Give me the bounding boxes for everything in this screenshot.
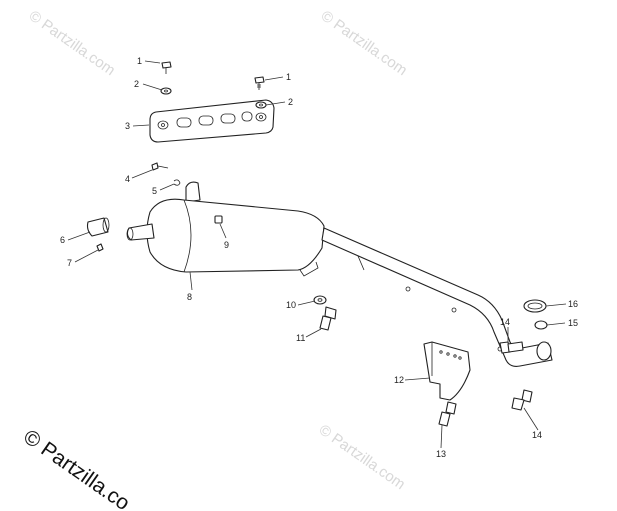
bolt-11	[319, 306, 337, 331]
callout-1-left: 1	[137, 56, 142, 66]
head-pipe	[321, 227, 553, 367]
callout-9: 9	[224, 240, 229, 250]
watermark-top-center: © Partzilla.com	[318, 7, 411, 79]
bolt-left	[161, 61, 172, 74]
callout-11: 11	[296, 333, 305, 343]
bracket-plate	[149, 99, 275, 143]
bolt-right	[254, 76, 265, 90]
washer-right	[255, 101, 267, 109]
tail-cap-screw	[96, 243, 104, 252]
callout-7: 7	[67, 258, 72, 268]
callout-16: 16	[568, 299, 578, 309]
callout-5: 5	[152, 186, 157, 196]
callout-8: 8	[187, 292, 192, 302]
spring-clip	[173, 179, 181, 186]
watermark-bottom-center: © Partzilla.com	[316, 421, 409, 493]
washer-10	[313, 295, 327, 305]
callout-12: 12	[394, 375, 404, 385]
seal-ring	[534, 320, 548, 330]
callout-13: 13	[436, 449, 446, 459]
callout-labels: 1 2 3 1 2 4 5 6 7 8 9 10 11 12 13 14 14 …	[60, 56, 578, 459]
callout-14-upper: 14	[500, 317, 510, 327]
callout-14-lower: 14	[532, 430, 542, 440]
callout-2-left: 2	[134, 79, 139, 89]
muffler	[126, 181, 325, 277]
watermark-bottom-left: © Partzilla.co	[19, 425, 134, 511]
exhaust-gasket	[523, 299, 547, 313]
small-screw	[151, 162, 169, 171]
leader-lines	[67, 60, 567, 449]
bolt-13	[438, 401, 457, 427]
bolt-14-lower	[511, 389, 533, 411]
callout-6: 6	[60, 235, 65, 245]
callout-10: 10	[286, 300, 296, 310]
pipe-bracket	[423, 341, 471, 401]
bolt-14-upper	[499, 341, 524, 354]
tail-cap	[86, 217, 110, 237]
callout-3: 3	[125, 121, 130, 131]
callout-15: 15	[568, 318, 578, 328]
washer-left	[160, 87, 172, 95]
callout-2-right: 2	[288, 97, 293, 107]
callout-1-right: 1	[286, 72, 291, 82]
watermark-top-left: © Partzilla.com	[26, 7, 119, 79]
callout-4: 4	[125, 174, 130, 184]
muffler-nut	[214, 215, 223, 224]
